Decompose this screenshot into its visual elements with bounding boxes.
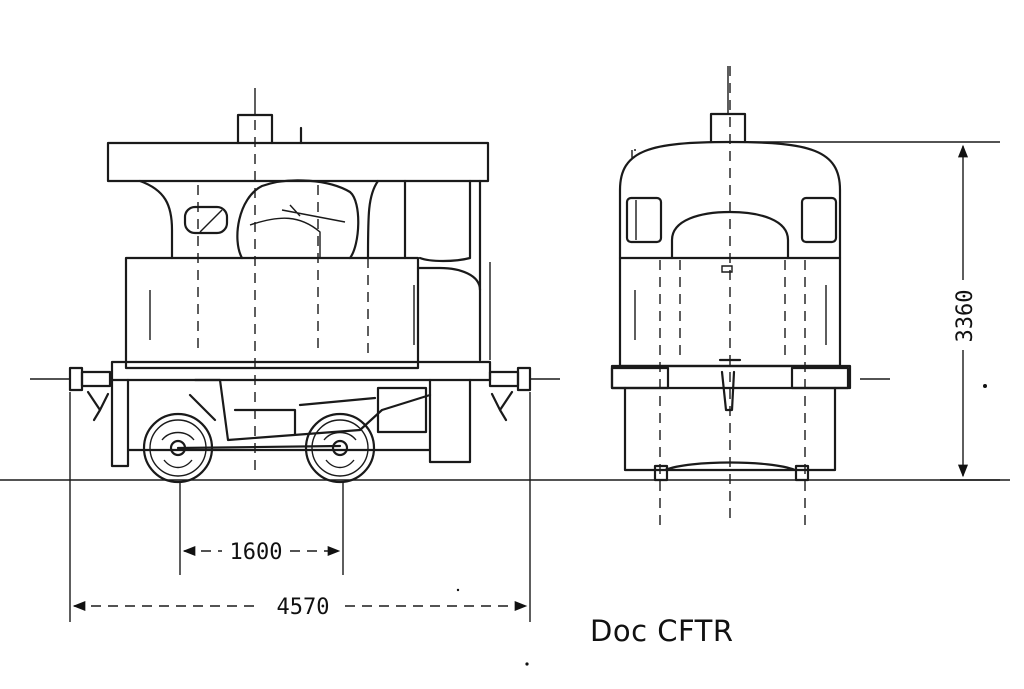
cylinder-box [376, 386, 428, 434]
frame [110, 360, 492, 382]
wheelbase-label: 1600 [230, 540, 283, 565]
boiler-casing [124, 256, 420, 370]
left-buffer [68, 366, 112, 422]
end-left-window [625, 196, 663, 244]
overall-length-label: 4570 [277, 595, 330, 620]
wheelbase-dimension: 1600 [179, 482, 344, 575]
height-dimension: 3360 [750, 141, 1000, 481]
cab-roof [106, 141, 490, 183]
cab-window-opening [236, 179, 360, 260]
end-cab-arch [670, 210, 790, 260]
rear-wheel [304, 412, 376, 484]
valve-gear [188, 378, 432, 442]
credit-label: Doc CFTR [590, 614, 734, 648]
end-right-window [800, 196, 838, 244]
end-elevation-view [610, 66, 890, 525]
right-buffer [488, 366, 532, 422]
frame-lower [110, 378, 472, 468]
overall-length-dimension: 4570 [69, 392, 531, 622]
cab-side [138, 179, 472, 263]
cab-porthole [183, 205, 229, 235]
height-label: 3360 [953, 290, 978, 343]
end-chimney [709, 112, 747, 144]
end-buffer-beam [610, 364, 852, 390]
side-elevation-view [30, 88, 560, 484]
